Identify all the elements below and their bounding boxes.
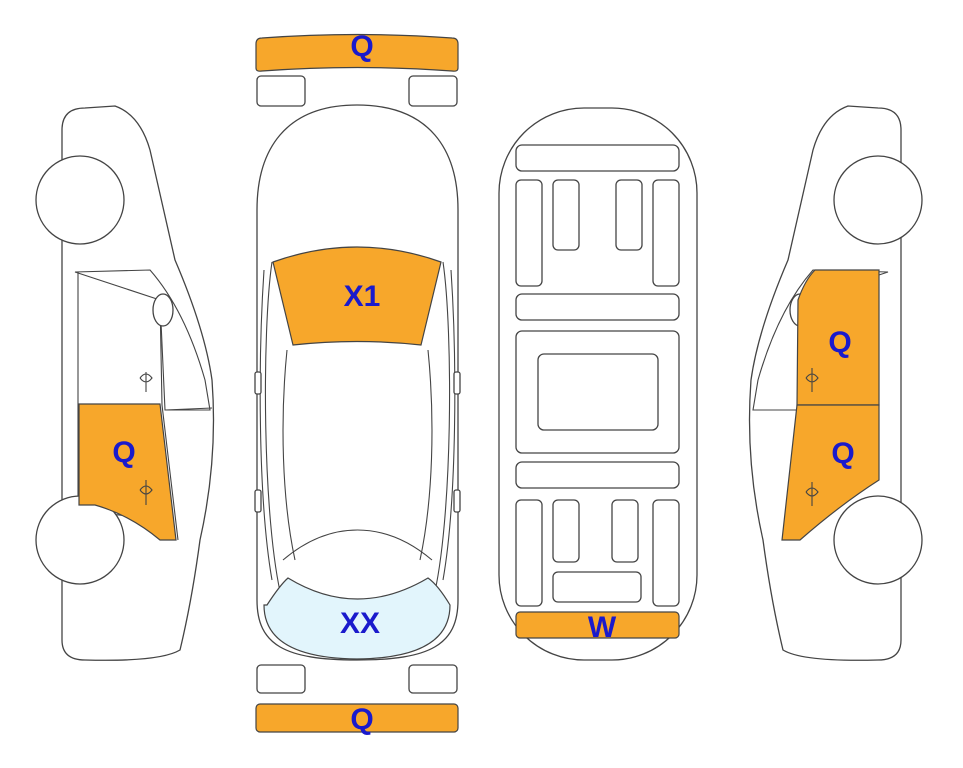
underbody-view: W bbox=[498, 107, 698, 661]
right-rear-door-label: Q bbox=[831, 437, 854, 470]
left-mirror-side bbox=[152, 293, 174, 327]
right-front-door-label: Q bbox=[828, 326, 851, 359]
rear-bumper-label: Q bbox=[350, 703, 373, 736]
windshield-label: X1 bbox=[344, 280, 381, 313]
front-bumper-group: Q bbox=[255, 30, 459, 107]
front-bumper-panel[interactable] bbox=[255, 33, 459, 72]
front-bumper-label: Q bbox=[350, 30, 373, 63]
underbody-rear-label: W bbox=[588, 611, 617, 644]
rear-right-light bbox=[408, 664, 458, 694]
right-front-door-panel[interactable] bbox=[796, 269, 880, 406]
right-rear-door-panel[interactable] bbox=[781, 404, 880, 541]
left-rear-door-panel[interactable] bbox=[78, 403, 177, 541]
underbody-rear-panel[interactable] bbox=[515, 611, 680, 639]
top-view-body bbox=[256, 104, 459, 661]
rear-bumper-group: Q bbox=[255, 664, 459, 736]
rear-window-panel[interactable] bbox=[263, 577, 451, 660]
right-side-view: Q Q bbox=[748, 105, 923, 661]
rear-left-light bbox=[256, 664, 306, 694]
rear-bumper-panel[interactable] bbox=[255, 703, 459, 733]
left-side-view: Q bbox=[35, 105, 215, 661]
left-rear-door-label: Q bbox=[112, 436, 135, 469]
front-right-light bbox=[408, 75, 458, 107]
left-mirror bbox=[254, 371, 262, 395]
right-front-wheel bbox=[833, 155, 923, 245]
right-mirror bbox=[453, 371, 461, 395]
front-left-light bbox=[256, 75, 306, 107]
rear-window-label: XX bbox=[340, 607, 380, 640]
left-front-wheel bbox=[35, 155, 125, 245]
top-view-car: X1 XX bbox=[254, 104, 461, 661]
right-rear-wheel bbox=[833, 495, 923, 585]
windshield-panel[interactable] bbox=[272, 246, 442, 346]
